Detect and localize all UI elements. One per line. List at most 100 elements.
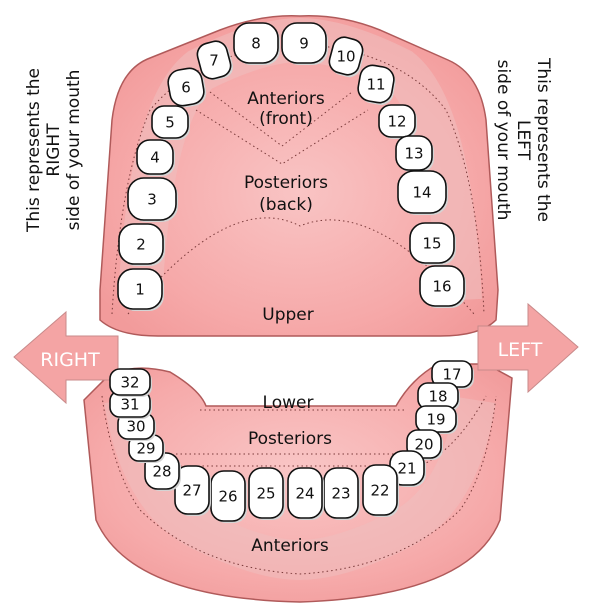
tooth-15[interactable]: 15 [409,222,456,265]
tooth-24-body [287,467,323,519]
tooth-23[interactable]: 23 [323,467,360,520]
tooth-2-body [118,223,164,265]
left-arrow-label: LEFT [498,339,543,361]
posteriors-back-label-2: (back) [259,195,313,215]
tooth-14[interactable]: 14 [397,170,448,215]
tooth-32[interactable]: 32 [109,368,152,397]
tooth-6[interactable]: 6 [166,66,208,110]
tooth-4-body [136,139,174,175]
left-side-note: This represents the LEFT side of your mo… [493,57,553,222]
anteriors-front-label-2: (front) [259,109,313,129]
tooth-number: 30 [126,417,145,435]
posteriors-back-label-1: Posteriors [244,173,328,193]
tooth-1[interactable]: 1 [117,268,164,311]
tooth-8[interactable]: 8 [233,22,280,65]
tooth-number: 17 [442,365,461,383]
right-side-note: This represents the RIGHT side of your m… [24,68,84,233]
lower-arch-band [104,396,496,581]
upper-label: Upper [262,305,313,325]
tooth-11-body [357,64,395,104]
tooth-number: 12 [387,112,406,130]
tooth-number: 21 [397,459,416,477]
tooth-number: 3 [147,190,157,208]
tooth-number: 4 [150,148,160,166]
tooth-number: 13 [404,144,423,162]
tooth-12[interactable]: 12 [378,104,417,139]
tooth-number: 19 [426,410,445,428]
left-side-note-line1: This represents the [533,57,553,222]
tooth-number: 2 [136,235,146,253]
tooth-number: 6 [181,78,191,96]
right-side-note-line1: This represents the [24,68,44,233]
tooth-3-body [127,177,177,221]
tooth-32-body [109,368,151,396]
tooth-number: 5 [165,113,175,131]
tooth-28[interactable]: 28 [144,452,181,491]
left-side-note-line3: side of your mouth [493,60,513,221]
tooth-9-body [281,22,327,64]
tooth-26[interactable]: 26 [210,470,247,523]
right-arrow: RIGHT [13,310,119,405]
tooth-15-body [409,222,455,264]
tooth-27[interactable]: 27 [174,465,211,516]
tooth-7-body [196,40,232,80]
tooth-number: 7 [209,51,219,69]
tooth-11[interactable]: 11 [356,63,398,107]
tooth-number: 9 [299,34,309,52]
tooth-24[interactable]: 24 [287,467,324,520]
tooth-1-body [117,268,163,310]
lower-posteriors-label: Posteriors [248,429,332,449]
anteriors-front-label-1: Anteriors [247,89,325,109]
tooth-number: 20 [414,435,433,453]
tooth-27-body [174,465,210,515]
tooth-number: 11 [366,75,385,93]
left-side-note-line2: LEFT [513,120,533,161]
tooth-13-body [395,135,433,171]
tooth-31[interactable]: 31 [109,390,152,419]
right-arrow-label: RIGHT [40,349,100,371]
tooth-16[interactable]: 16 [419,265,466,308]
right-side-note-line2: RIGHT [44,123,64,177]
lower-anteriors-label: Anteriors [251,536,329,556]
tooth-25[interactable]: 25 [248,467,285,520]
tooth-10[interactable]: 10 [326,35,367,80]
tooth-5[interactable]: 5 [151,105,190,140]
tooth-22[interactable]: 22 [362,464,399,517]
tooth-3[interactable]: 3 [127,177,178,222]
tooth-5-body [151,105,189,139]
tooth-18[interactable]: 18 [417,382,460,411]
tooth-21[interactable]: 21 [389,450,426,487]
left-arrow: LEFT [477,302,579,394]
right-side-note-line3: side of your mouth [64,70,84,231]
tooth-number: 29 [136,439,155,457]
tooth-number: 18 [428,387,447,405]
tooth-2[interactable]: 2 [118,223,165,266]
tooth-16-body [419,265,465,307]
tooth-number: 22 [370,481,389,499]
tooth-number: 24 [295,484,314,502]
tooth-number: 10 [336,47,355,65]
tooth-number: 26 [218,487,237,505]
tooth-8-body [233,22,279,64]
tooth-13[interactable]: 13 [395,135,434,172]
tooth-25-body [248,467,284,519]
tooth-number: 27 [182,481,201,499]
tooth-number: 14 [412,183,431,201]
tooth-number: 1 [135,280,145,298]
tooth-number: 16 [432,277,451,295]
upper-section-lines [111,43,485,315]
tooth-4[interactable]: 4 [136,139,175,176]
tooth-29[interactable]: 29 [128,434,165,463]
tooth-7[interactable]: 7 [195,38,236,83]
tooth-19[interactable]: 19 [415,405,458,434]
tooth-22-body [362,464,398,516]
tooth-number: 28 [152,462,171,480]
tooth-6-body [167,67,205,107]
tooth-10-body [328,36,364,76]
tooth-30[interactable]: 30 [117,412,156,441]
tooth-number: 25 [256,484,275,502]
tooth-9[interactable]: 9 [281,22,328,65]
